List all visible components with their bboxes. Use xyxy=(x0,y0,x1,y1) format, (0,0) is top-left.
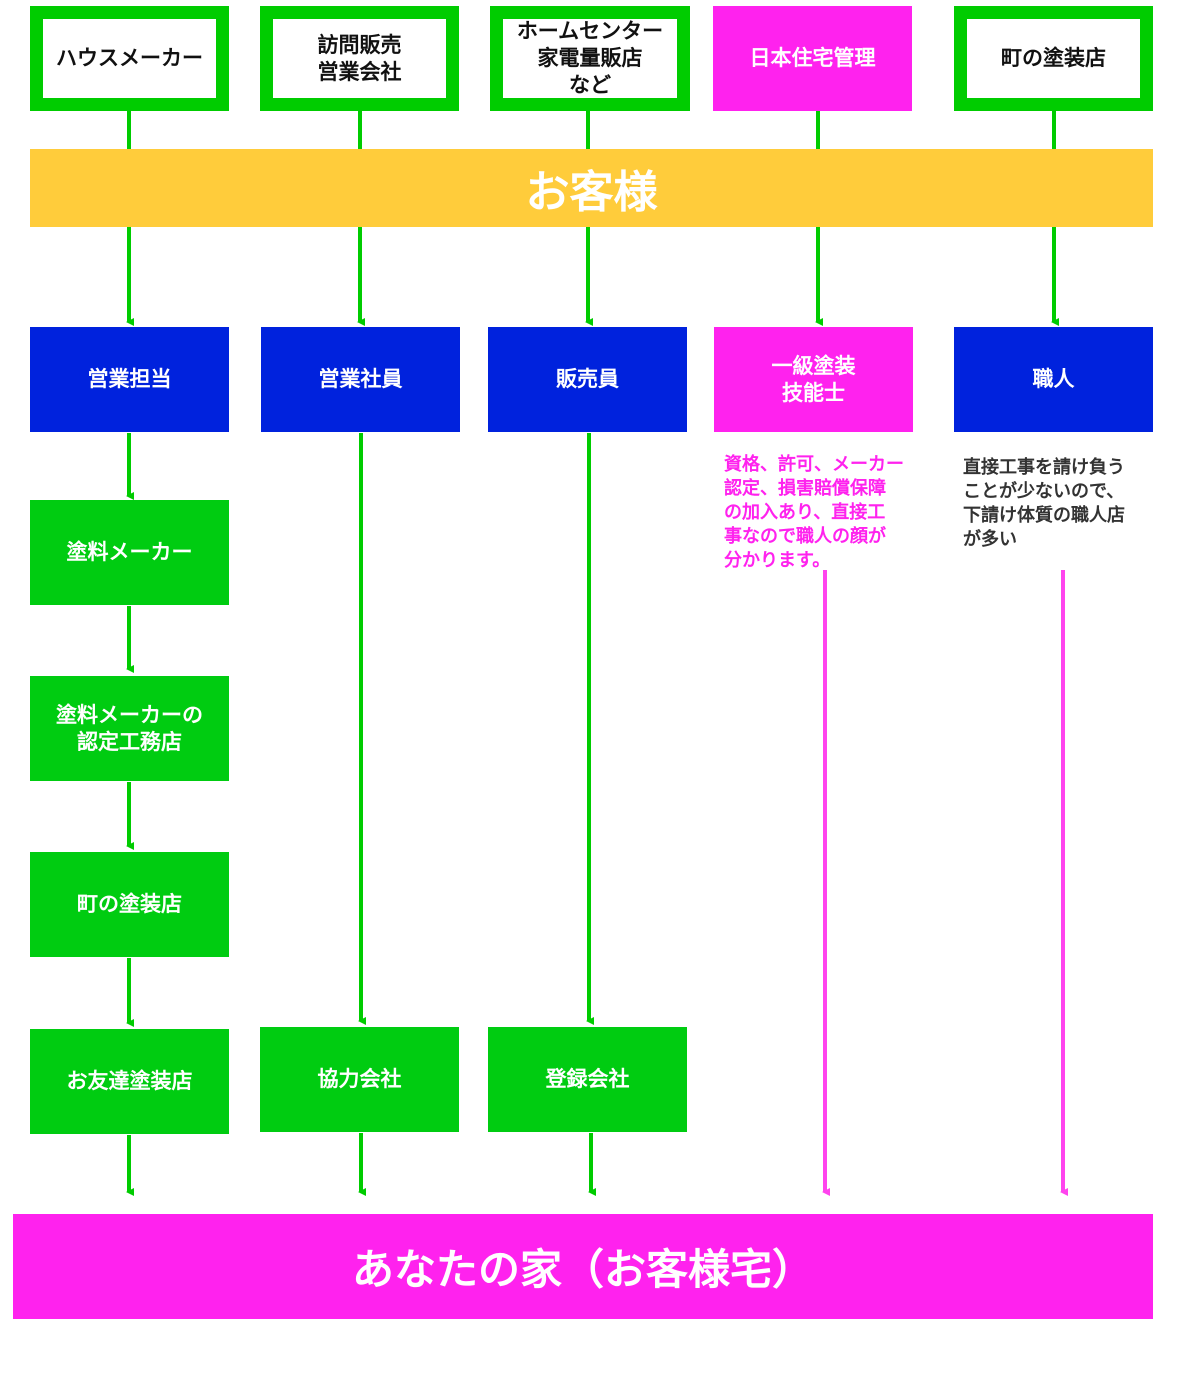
header-box-salesclerk: 販売員 xyxy=(488,327,687,432)
chain-box-paint-maker: 塗料メーカー xyxy=(30,500,229,605)
chain-box-label: 町の塗装店 xyxy=(77,892,182,917)
chain-box-town-painter: 町の塗装店 xyxy=(30,852,229,957)
top-box-nihon-jutaku-kanri: 日本住宅管理 xyxy=(713,6,912,111)
top-box-label: 町の塗装店 xyxy=(1001,46,1106,71)
chain-box-partner-company: 協力会社 xyxy=(260,1027,459,1132)
chain-box-label: 塗料メーカーの 認定工務店 xyxy=(56,702,203,754)
top-box-home-center: ホームセンター 家電量販店 など xyxy=(490,6,690,111)
header-box-sales-staff: 営業社員 xyxy=(261,327,460,432)
customer-band: お客様 xyxy=(30,149,1153,227)
chain-box-label: 協力会社 xyxy=(317,1067,402,1092)
top-box-town-painter: 町の塗装店 xyxy=(954,6,1153,111)
chain-box-label: 塗料メーカー xyxy=(66,540,193,565)
header-box-certified-painter: 一級塗装 技能士 xyxy=(714,327,913,432)
top-box-house-maker: ハウスメーカー xyxy=(30,6,229,111)
top-box-label: 日本住宅管理 xyxy=(749,46,876,71)
header-box-label: 営業社員 xyxy=(318,367,403,392)
home-band-label: あなたの家（お客様宅） xyxy=(351,1245,814,1294)
header-box-label: 営業担当 xyxy=(87,367,172,392)
top-box-door-to-door-sales: 訪問販売 営業会社 xyxy=(260,6,459,111)
chain-box-certified-contractor: 塗料メーカーの 認定工務店 xyxy=(30,676,229,781)
top-box-label: ハウスメーカー xyxy=(56,46,203,71)
chain-box-registered-company: 登録会社 xyxy=(488,1027,687,1132)
chain-box-label: お友達塗装店 xyxy=(66,1069,193,1094)
note-craftsman: 直接工事を請け負う ことが少ないので、 下請け体質の職人店 が多い xyxy=(963,457,1125,550)
header-box-label: 一級塗装 技能士 xyxy=(771,353,856,405)
header-box-label: 販売員 xyxy=(556,367,619,392)
header-box-sales-rep: 営業担当 xyxy=(30,327,229,432)
home-band: あなたの家（お客様宅） xyxy=(13,1214,1153,1319)
header-box-label: 職人 xyxy=(1032,367,1075,392)
chain-box-label: 登録会社 xyxy=(545,1067,630,1092)
top-box-label: ホームセンター 家電量販店 など xyxy=(516,19,664,97)
customer-band-label: お客様 xyxy=(525,167,658,218)
note-certified-painter: 資格、許可、メーカー 認定、損害賠償保障 の加入あり、直接工 事なので職人の顔が… xyxy=(724,454,904,571)
chain-box-friend-painter: お友達塗装店 xyxy=(30,1029,229,1134)
top-box-label: 訪問販売 営業会社 xyxy=(317,32,402,84)
header-box-craftsman: 職人 xyxy=(954,327,1153,432)
